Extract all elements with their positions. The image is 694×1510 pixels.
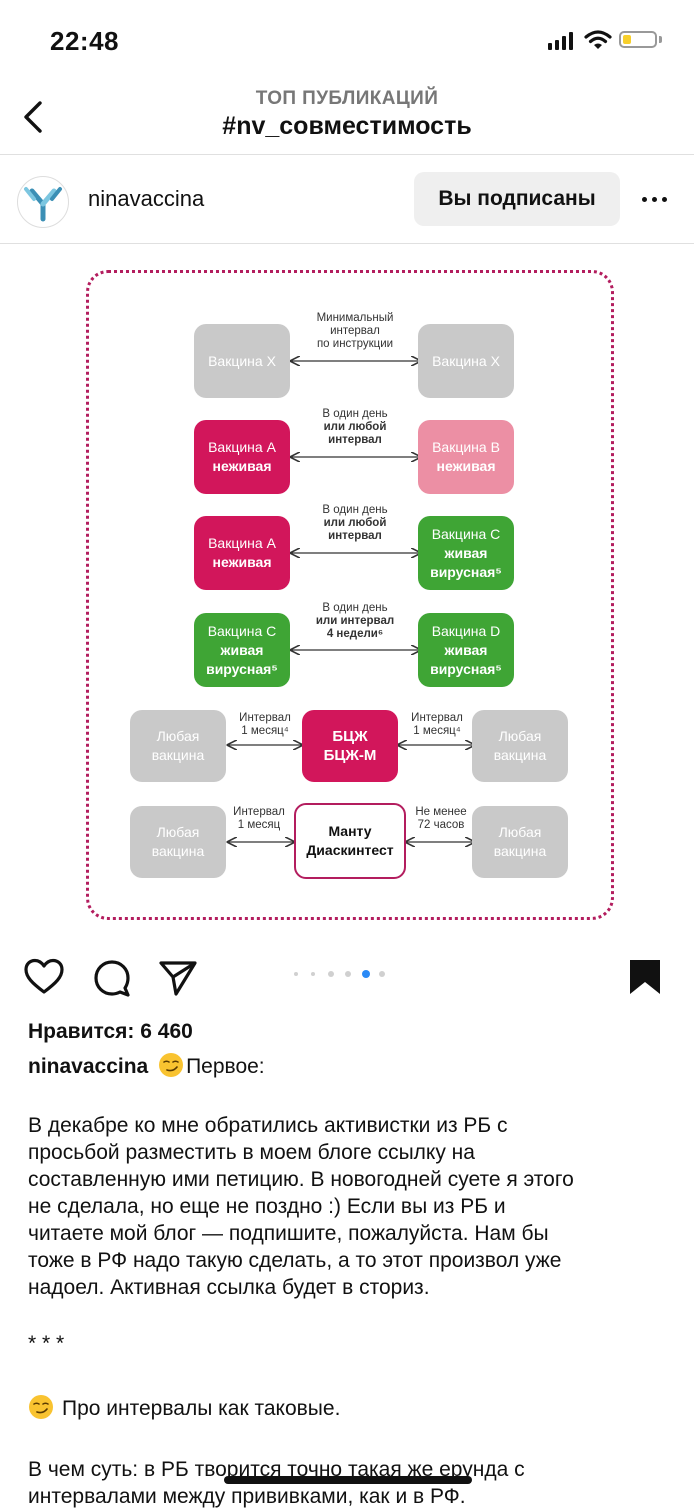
smirk-emoji-icon-2 <box>29 1395 53 1419</box>
caption-username[interactable]: ninavaccina <box>28 1055 149 1078</box>
wifi-icon <box>584 30 612 49</box>
carousel-indicator <box>294 970 404 978</box>
caption-paragraph-1: В декабре ко мне обратились активистки и… <box>28 1114 574 1299</box>
battery-icon <box>619 31 657 48</box>
smirk-emoji-icon <box>159 1053 184 1077</box>
nav-subtitle: ТОП ПУБЛИКАЦИЙ <box>255 88 439 109</box>
vaccine-x-right: Вакцина X <box>418 324 514 398</box>
caption-paragraph-2: Про интервалы как таковые. <box>28 1394 678 1422</box>
header-divider <box>0 154 694 155</box>
connector-arrows <box>0 0 694 940</box>
like-heart-icon[interactable] <box>24 958 64 996</box>
post-header-divider <box>0 243 694 244</box>
post-username[interactable]: ninavaccina <box>88 186 205 211</box>
infographic-frame <box>86 270 614 920</box>
antibody-logo-icon <box>24 187 62 222</box>
carousel-dot <box>294 972 298 976</box>
status-time: 22:48 <box>50 26 119 56</box>
carousel-dot <box>379 971 385 977</box>
avatar[interactable] <box>17 176 69 228</box>
back-chevron-icon[interactable] <box>20 100 46 134</box>
caption-separator: * * * <box>28 1332 65 1355</box>
cellular-signal-icon <box>548 32 574 50</box>
carousel-dot <box>345 971 351 977</box>
comment-icon[interactable] <box>92 958 132 998</box>
battery-tip <box>659 36 662 43</box>
following-button[interactable]: Вы подписаны <box>414 172 620 226</box>
carousel-dot <box>311 972 315 976</box>
nav-title: #nv_совместимость <box>222 112 472 140</box>
more-options-icon[interactable] <box>640 190 670 210</box>
carousel-dot <box>362 970 370 978</box>
likes-count[interactable]: Нравится: 6 460 <box>28 1020 193 1043</box>
vaccine-x-left: Вакцина X <box>194 324 290 398</box>
share-send-icon[interactable] <box>158 960 198 996</box>
carousel-dot <box>328 971 334 977</box>
saved-bookmark-icon[interactable] <box>628 958 662 996</box>
home-indicator[interactable] <box>224 1476 472 1484</box>
caption-first-line: ninavaccina Первое: <box>28 1052 265 1079</box>
